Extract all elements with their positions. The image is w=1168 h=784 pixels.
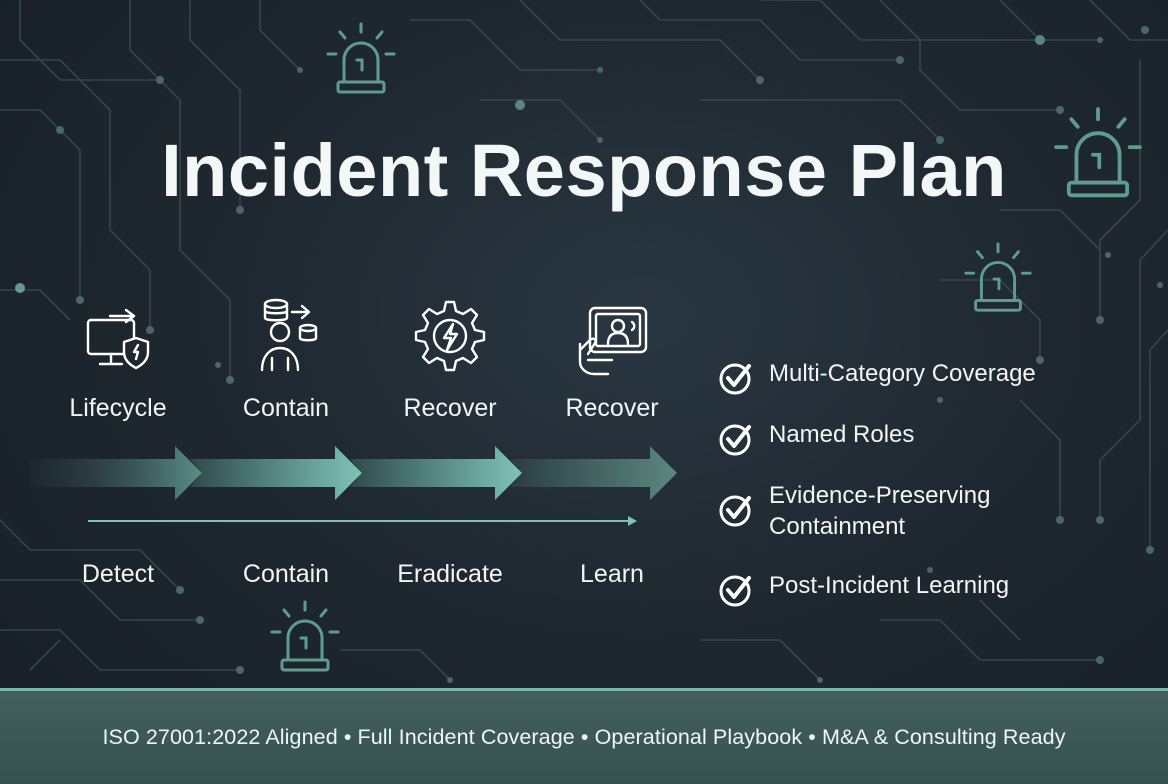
phase-label-learn: Learn xyxy=(580,560,644,588)
tablet-user-icon xyxy=(578,306,648,376)
feature-text: Named Roles xyxy=(769,421,915,448)
stage-label-recover-2: Recover xyxy=(565,394,659,422)
process-flow-arrows xyxy=(30,446,677,526)
gear-lightning-icon xyxy=(414,300,486,372)
check-circle-icon xyxy=(719,495,751,527)
phase-label-eradicate: Eradicate xyxy=(397,560,503,588)
flow-arrow-2 xyxy=(190,446,362,500)
flow-arrow-3 xyxy=(350,446,522,500)
check-circle-icon xyxy=(719,575,751,607)
stage-label-lifecycle: Lifecycle xyxy=(69,394,167,422)
footer-text: ISO 27001:2022 Aligned • Full Incident C… xyxy=(102,725,1066,749)
alarm-beacon-icon xyxy=(326,22,396,94)
check-circle-icon xyxy=(719,363,751,395)
list-item: Post-Incident Learning xyxy=(718,570,1158,608)
flow-arrow-1 xyxy=(30,446,202,500)
phase-label-detect: Detect xyxy=(81,560,155,588)
footer-bar: ISO 27001:2022 Aligned • Full Incident C… xyxy=(0,688,1168,784)
feature-text: Post-Incident Learning xyxy=(769,572,1010,599)
check-circle-icon xyxy=(719,424,751,456)
stage-label-recover: Recover xyxy=(403,394,497,422)
page-title: Incident Response Plan xyxy=(161,129,1007,212)
list-item: Multi-Category Coverage xyxy=(718,358,1158,396)
list-item: Named Roles xyxy=(718,419,1158,457)
monitor-shield-icon xyxy=(86,308,150,370)
alarm-beacon-icon xyxy=(270,600,340,672)
flow-arrow-4 xyxy=(510,446,677,500)
stage-label-contain: Contain xyxy=(242,394,330,422)
phase-label-contain: Contain xyxy=(242,560,330,588)
alarm-beacon-icon xyxy=(964,242,1032,312)
list-item: Evidence-Preserving Containment xyxy=(718,480,1158,542)
alarm-beacon-icon xyxy=(1054,107,1142,198)
circuit-background xyxy=(0,0,1168,683)
feature-text: Multi-Category Coverage xyxy=(769,360,1036,387)
feature-text: Evidence-Preserving Containment xyxy=(769,482,991,540)
timeline-arrowhead xyxy=(628,516,637,526)
analyst-database-icon xyxy=(260,298,318,372)
